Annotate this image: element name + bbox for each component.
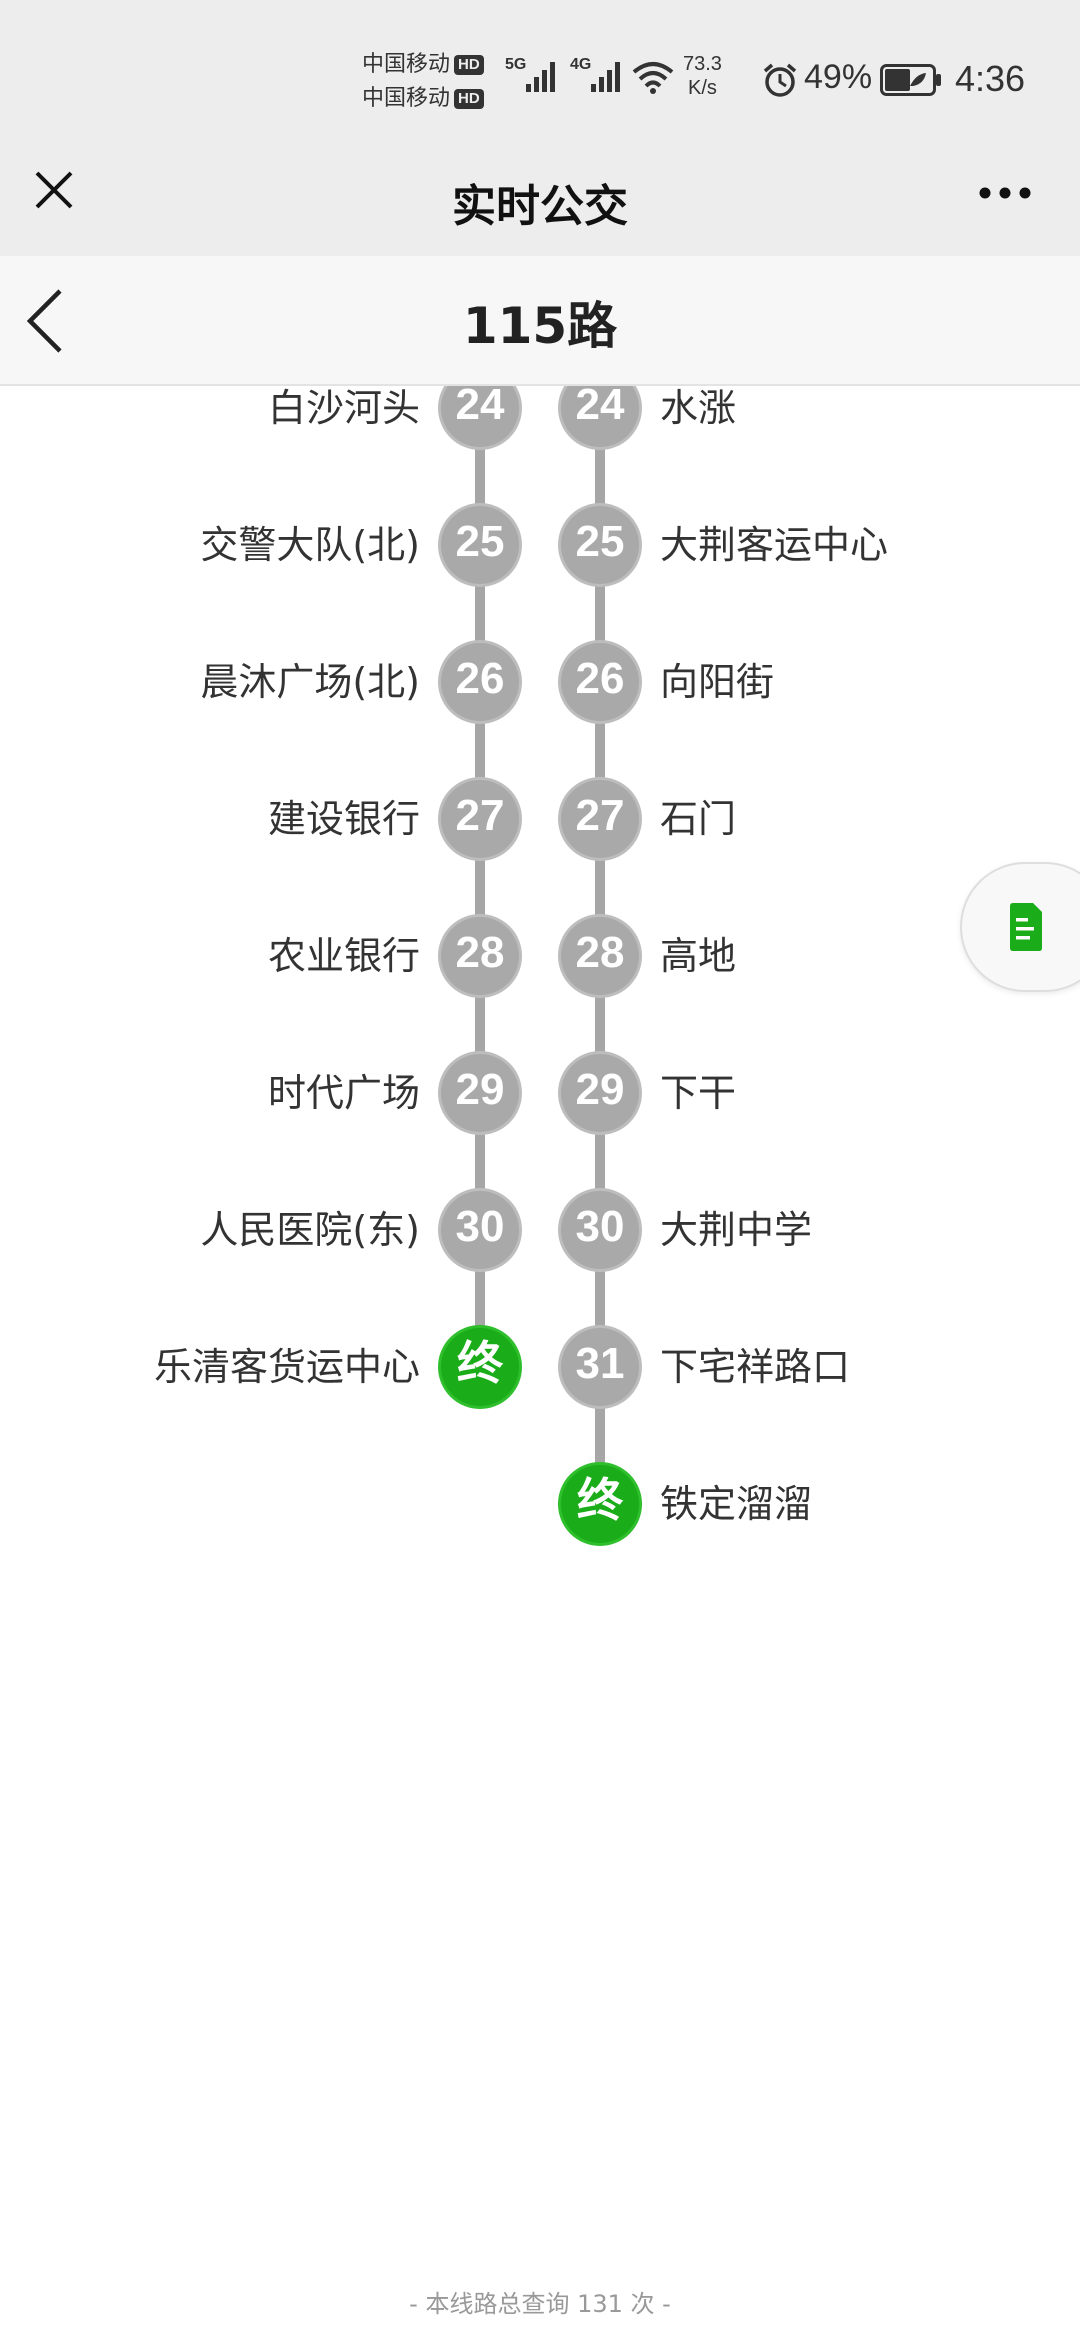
stop-name[interactable]: 白沙河头 xyxy=(267,386,420,430)
status-bar: 中国移动 HD 中国移动 HD 5G 4G 73.3 K/s 49% 4: xyxy=(0,0,1080,150)
stop-name[interactable]: 建设银行 xyxy=(267,797,420,841)
stop-number-marker[interactable]: 25 xyxy=(558,503,642,587)
stop-number-marker[interactable]: 27 xyxy=(438,777,522,861)
stop-name[interactable]: 人民医院(东) xyxy=(200,1208,420,1252)
stop-number-marker[interactable]: 26 xyxy=(438,640,522,724)
stop-name[interactable]: 乐清客货运中心 xyxy=(153,1345,420,1389)
alarm-icon xyxy=(763,63,797,97)
close-icon[interactable] xyxy=(34,170,74,210)
carrier-info: 中国移动 HD 中国移动 HD xyxy=(362,48,484,116)
stop-name[interactable]: 石门 xyxy=(660,797,737,841)
stop-number-marker[interactable]: 30 xyxy=(438,1188,522,1272)
speed-unit: K/s xyxy=(688,77,717,99)
stop-number-marker[interactable]: 24 xyxy=(558,386,642,450)
terminal-stop-marker[interactable]: 终 xyxy=(558,1462,642,1546)
terminal-stop-marker[interactable]: 终 xyxy=(438,1325,522,1409)
carrier-2: 中国移动 xyxy=(362,86,451,111)
title-bar: 实时公交 xyxy=(0,150,1080,256)
stop-name[interactable]: 农业银行 xyxy=(267,934,420,978)
route-name: 115路 xyxy=(462,297,618,355)
stop-name[interactable]: 铁定溜溜 xyxy=(660,1482,813,1526)
wifi-icon xyxy=(632,62,674,94)
stop-number-marker[interactable]: 24 xyxy=(438,386,522,450)
stop-name[interactable]: 交警大队(北) xyxy=(200,523,420,567)
stop-number-marker[interactable]: 26 xyxy=(558,640,642,724)
stop-name[interactable]: 时代广场 xyxy=(267,1071,420,1115)
stop-name[interactable]: 大荆客运中心 xyxy=(660,523,889,567)
carrier-1: 中国移动 xyxy=(362,52,451,77)
query-count-note: - 本线路总查询 131 次 - xyxy=(409,2290,671,2318)
route-header: 115路 xyxy=(0,256,1080,386)
signal-strength-icon xyxy=(591,62,620,92)
stop-name[interactable]: 水涨 xyxy=(660,386,737,430)
stop-number-marker[interactable]: 30 xyxy=(558,1188,642,1272)
battery-icon xyxy=(880,64,941,96)
page-title: 实时公交 xyxy=(452,181,628,232)
battery-percent: 49% xyxy=(804,58,873,96)
stop-name[interactable]: 晨沐广场(北) xyxy=(200,660,420,704)
side-list-button[interactable] xyxy=(960,862,1080,992)
route-diagram: 24 白沙河头 25 交警大队(北) 26 晨沐广场(北) 27 建设银行 28 农业银行 29 时代… xyxy=(0,386,1080,2340)
stop-name[interactable]: 向阳街 xyxy=(660,660,775,704)
network-speed: 73.3 K/s xyxy=(683,52,722,100)
stop-number-marker[interactable]: 29 xyxy=(558,1051,642,1135)
left-route-line xyxy=(475,386,485,1367)
back-arrow-icon[interactable] xyxy=(24,288,64,354)
stop-name[interactable]: 下干 xyxy=(660,1071,737,1115)
stop-number-marker[interactable]: 27 xyxy=(558,777,642,861)
stop-number-marker[interactable]: 25 xyxy=(438,503,522,587)
signal-strength-icon xyxy=(526,62,555,92)
stop-name[interactable]: 大荆中学 xyxy=(660,1208,813,1252)
stop-number-marker[interactable]: 28 xyxy=(558,914,642,998)
network-type-1: 5G xyxy=(505,56,527,73)
speed-value: 73.3 xyxy=(683,53,722,75)
document-list-icon xyxy=(1010,903,1042,951)
stop-number-marker[interactable]: 28 xyxy=(438,914,522,998)
hd-badge-2: HD xyxy=(454,89,484,109)
network-type-2: 4G xyxy=(570,56,592,73)
stop-name[interactable]: 下宅祥路口 xyxy=(660,1345,851,1389)
hd-badge-1: HD xyxy=(454,55,484,75)
stop-name[interactable]: 高地 xyxy=(660,934,737,978)
more-options-icon[interactable] xyxy=(978,186,1032,200)
stop-number-marker[interactable]: 29 xyxy=(438,1051,522,1135)
stop-number-marker[interactable]: 31 xyxy=(558,1325,642,1409)
clock: 4:36 xyxy=(955,58,1026,99)
